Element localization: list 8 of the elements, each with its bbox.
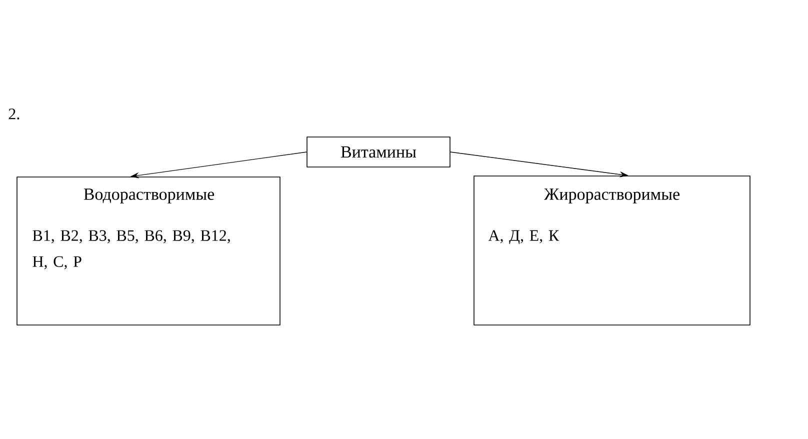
body-text: B1, B2, B3, B5, B6, B9, B12, H, C, P (32, 230, 230, 270)
category-box (16, 176, 280, 326)
task-number: 2. (8, 108, 20, 120)
category-box (474, 176, 750, 326)
heading-text: Жирорастворимые (544, 188, 680, 204)
body-text: А, Д, Е, К (488, 230, 560, 244)
label-box: Витамины (306, 136, 450, 168)
heading-text: Водорастворимые (84, 188, 214, 204)
